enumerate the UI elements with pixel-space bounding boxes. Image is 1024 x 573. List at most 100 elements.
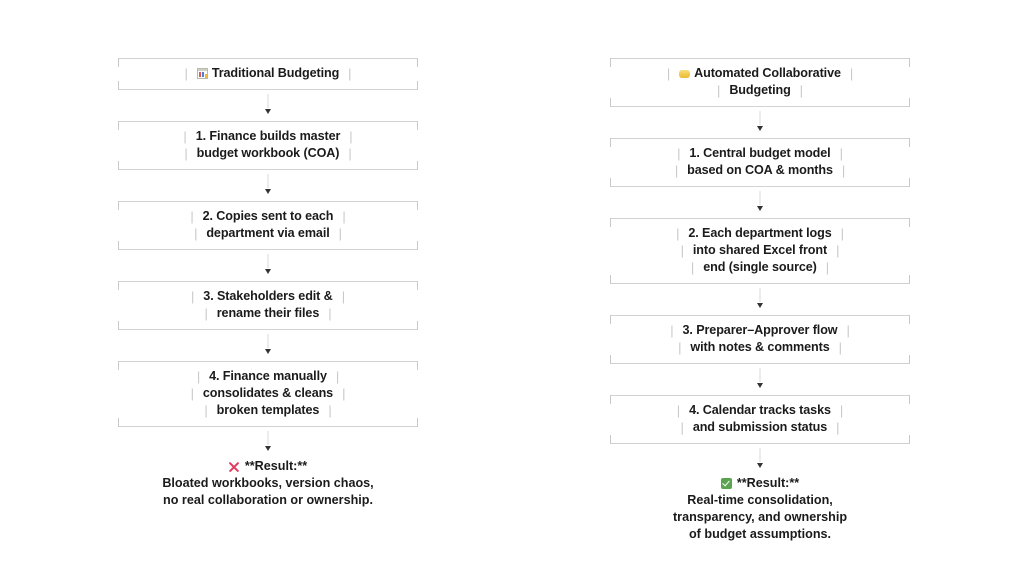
result-heading: **Result:** [610, 475, 910, 492]
cross-mark-icon [229, 461, 240, 472]
flow-arrow-connector [118, 90, 418, 121]
node-corner-tick-bl [118, 161, 119, 170]
pipe-separator: | [204, 403, 208, 418]
pipe-separator: | [328, 306, 332, 321]
node-corner-tick-bl [610, 98, 611, 107]
node-step-1-automated[interactable]: |1. Central budget model||based on COA &… [610, 138, 910, 187]
pipe-separator: | [190, 386, 194, 401]
node-corner-tick-bl [118, 241, 119, 250]
pipe-separator: | [338, 226, 342, 241]
node-corner-tick-tr [417, 201, 418, 210]
connector-stem [267, 174, 269, 188]
connector-arrowhead-icon [265, 446, 271, 451]
node-step-4-traditional[interactable]: |4. Finance manually||consolidates & cle… [118, 361, 418, 427]
node-corner-tick-tl [610, 315, 611, 324]
node-label: Automated Collaborative [679, 65, 841, 82]
flow-arrow-connector [118, 250, 418, 281]
node-label-text: and submission status [692, 420, 828, 434]
flow-arrow-connector [118, 427, 418, 458]
node-corner-tick-tr [417, 121, 418, 130]
node-corner-tick-tr [909, 218, 910, 227]
node-label: 3. Preparer–Approver flow [683, 322, 838, 339]
node-label: Traditional Budgeting [196, 65, 340, 82]
connector-stem [267, 334, 269, 348]
node-label: into shared Excel front [693, 242, 827, 259]
pipe-separator: | [184, 146, 188, 161]
node-rule-bottom [118, 249, 418, 250]
node-rule-top [118, 121, 418, 122]
result-block: **Result:**Bloated workbooks, version ch… [118, 458, 418, 509]
node-step-3-automated[interactable]: |3. Preparer–Approver flow||with notes &… [610, 315, 910, 364]
node-text-row: |4. Finance manually| [118, 368, 418, 385]
node-rule-bottom [610, 283, 910, 284]
node-text-row: |budget workbook (COA)| [118, 145, 418, 162]
connector-stem [759, 288, 761, 302]
node-rule-top [118, 361, 418, 362]
node-corner-tick-tl [118, 361, 119, 370]
flow-arrow-connector [610, 187, 910, 218]
check-mark-button-icon [720, 478, 732, 489]
node-step-2-automated[interactable]: |2. Each department logs||into shared Ex… [610, 218, 910, 284]
node-corner-tick-bl [610, 178, 611, 187]
node-step-3-traditional[interactable]: |3. Stakeholders edit &||rename their fi… [118, 281, 418, 330]
pipe-separator: | [676, 403, 681, 418]
node-text-row: |department via email| [118, 225, 418, 242]
node-corner-tick-tr [909, 395, 910, 404]
node-label: department via email [206, 225, 329, 242]
node-label: 4. Finance manually [209, 368, 327, 385]
node-rule-top [610, 218, 910, 219]
node-text-row: |broken templates| [118, 402, 418, 419]
node-corner-tick-bl [118, 418, 119, 427]
node-corner-tick-br [909, 355, 910, 364]
node-rule-bottom [118, 426, 418, 427]
node-corner-tick-tr [417, 361, 418, 370]
connector-arrowhead-icon [757, 463, 763, 468]
node-label-text: 2. Copies sent to each [202, 209, 334, 223]
node-header-automated[interactable]: |Automated Collaborative||Budgeting| [610, 58, 910, 107]
node-label: Budgeting [729, 82, 790, 99]
node-text-row: |rename their files| [118, 305, 418, 322]
node-label-text: broken templates [216, 403, 320, 417]
node-rule-top [610, 315, 910, 316]
node-corner-tick-bl [118, 81, 119, 90]
node-step-1-traditional[interactable]: |1. Finance builds master||budget workbo… [118, 121, 418, 170]
node-header-traditional[interactable]: |Traditional Budgeting| [118, 58, 418, 90]
flow-arrow-connector [610, 364, 910, 395]
pipe-separator: | [846, 323, 850, 338]
pipe-separator: | [191, 289, 195, 304]
node-corner-tick-tl [118, 201, 119, 210]
connector-arrowhead-icon [757, 126, 763, 131]
node-label-text: with notes & comments [690, 340, 830, 354]
node-rule-bottom [610, 186, 910, 187]
node-step-2-traditional[interactable]: |2. Copies sent to each||department via … [118, 201, 418, 250]
node-rule-bottom [118, 329, 418, 330]
connector-stem [267, 254, 269, 268]
node-label-text: 3. Preparer–Approver flow [682, 323, 838, 337]
yellow-chip-icon [679, 69, 691, 78]
node-text-row: |Budgeting| [610, 82, 910, 99]
node-label-text: Traditional Budgeting [211, 66, 340, 80]
result-heading: **Result:** [118, 458, 418, 475]
flow-arrow-connector [610, 444, 910, 475]
node-corner-tick-tl [118, 281, 119, 290]
pipe-separator: | [841, 163, 846, 178]
pipe-separator: | [348, 66, 352, 81]
node-step-4-automated[interactable]: |4. Calendar tracks tasks||and submissio… [610, 395, 910, 444]
node-label: 2. Copies sent to each [203, 208, 334, 225]
node-label-text: Budgeting [729, 83, 791, 97]
node-label-text: 1. Finance builds master [195, 129, 341, 143]
column-automated-collaborative-budgeting: |Automated Collaborative||Budgeting||1. … [610, 58, 910, 543]
node-corner-tick-tr [417, 281, 418, 290]
node-label-text: into shared Excel front [692, 243, 828, 257]
node-text-row: |end (single source)| [610, 259, 910, 276]
pipe-separator: | [196, 369, 201, 384]
pipe-separator: | [840, 226, 844, 241]
node-corner-tick-br [417, 241, 418, 250]
column-traditional-budgeting: |Traditional Budgeting||1. Finance build… [118, 58, 418, 509]
node-label: 3. Stakeholders edit & [203, 288, 332, 305]
node-label: based on COA & months [687, 162, 833, 179]
node-corner-tick-tl [118, 121, 119, 130]
node-corner-tick-br [417, 81, 418, 90]
node-rule-bottom [118, 89, 418, 90]
